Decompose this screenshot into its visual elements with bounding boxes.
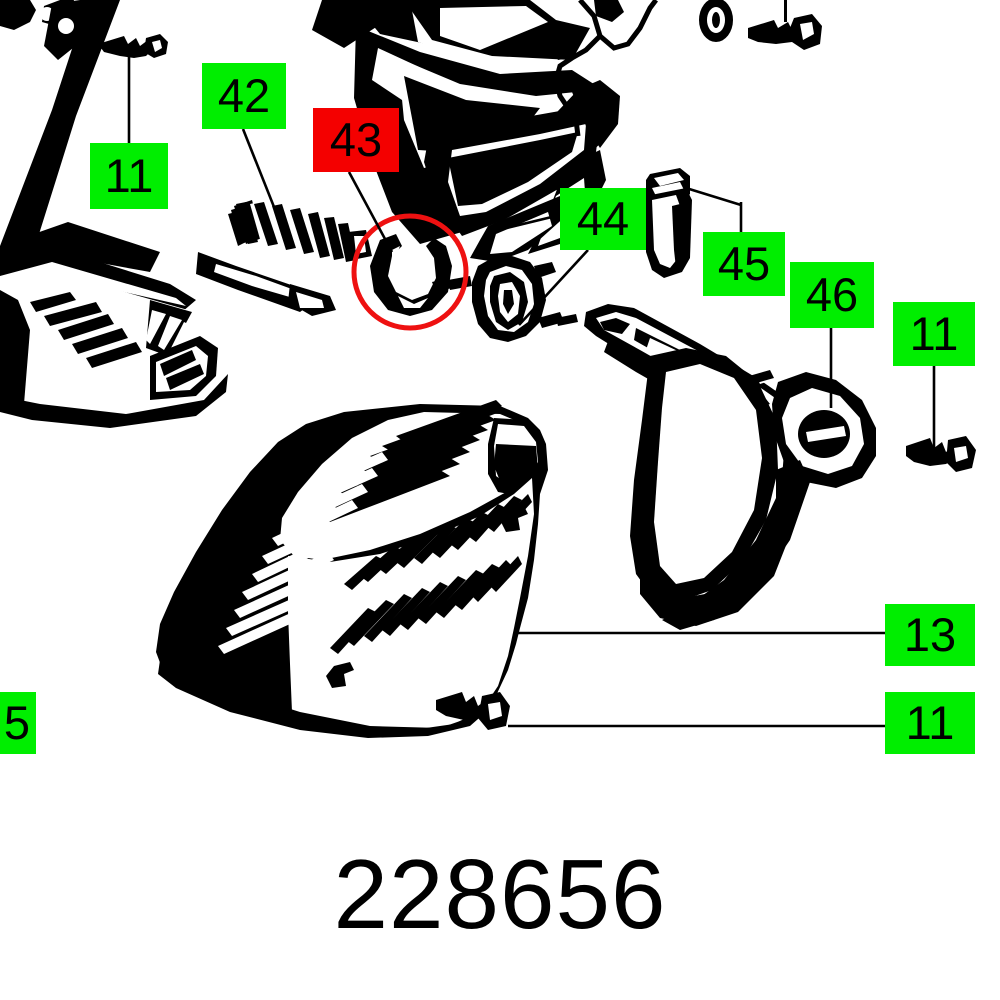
leader-44-upleft: [489, 213, 561, 234]
callout-label: 11: [909, 306, 959, 360]
top-center-housing: [312, 0, 620, 262]
callout-label: 43: [329, 112, 383, 166]
callout-label: 46: [805, 267, 859, 321]
retaining-clip-43: [370, 234, 452, 316]
callout-label: 42: [217, 68, 271, 122]
clamp-lever-46: [584, 304, 876, 630]
callout-label: 44: [576, 191, 630, 245]
leader-lines: [127, 50, 936, 728]
callout-label: 45: [717, 236, 771, 290]
callout-11-right[interactable]: 11: [893, 302, 975, 366]
callout-label: 11: [104, 148, 154, 202]
part-number-caption: 228656: [0, 838, 1000, 951]
leader-45-b: [685, 186, 742, 207]
callout-13[interactable]: 13: [885, 604, 975, 666]
leader-42: [241, 128, 278, 213]
callout-42[interactable]: 42: [202, 63, 286, 129]
compression-spring-42: [228, 200, 372, 262]
callout-label: 5: [3, 695, 30, 749]
carbon-brush-45: [646, 168, 692, 278]
washer-top-right: [699, 0, 733, 42]
top-right-bracket-marks: [552, 0, 624, 192]
leader-44-down: [518, 249, 589, 326]
callout-11-topleft[interactable]: 11: [90, 143, 168, 209]
screw-right: [906, 436, 976, 472]
callout-5-cropped[interactable]: 5: [0, 692, 36, 754]
callout-46[interactable]: 46: [790, 262, 874, 328]
top-right-bracket-outline: [553, 0, 658, 137]
screw-bottom: [436, 692, 510, 730]
callout-45[interactable]: 45: [703, 232, 785, 296]
coil-spring-44: [472, 256, 578, 342]
bolt-top-right: [748, 0, 822, 50]
ventilated-cover-13: [156, 400, 548, 738]
red-highlight-circle: [351, 213, 469, 331]
callout-44[interactable]: 44: [560, 188, 646, 250]
callout-label: 13: [903, 607, 957, 661]
screw-top-left: [98, 34, 168, 58]
callout-label: 11: [905, 695, 955, 749]
left-cover-fragment: [0, 222, 336, 428]
part-number-text: 228656: [333, 839, 667, 949]
callout-43[interactable]: 43: [313, 108, 399, 172]
callout-11-bottom[interactable]: 11: [885, 692, 975, 754]
leader-43: [347, 171, 394, 253]
